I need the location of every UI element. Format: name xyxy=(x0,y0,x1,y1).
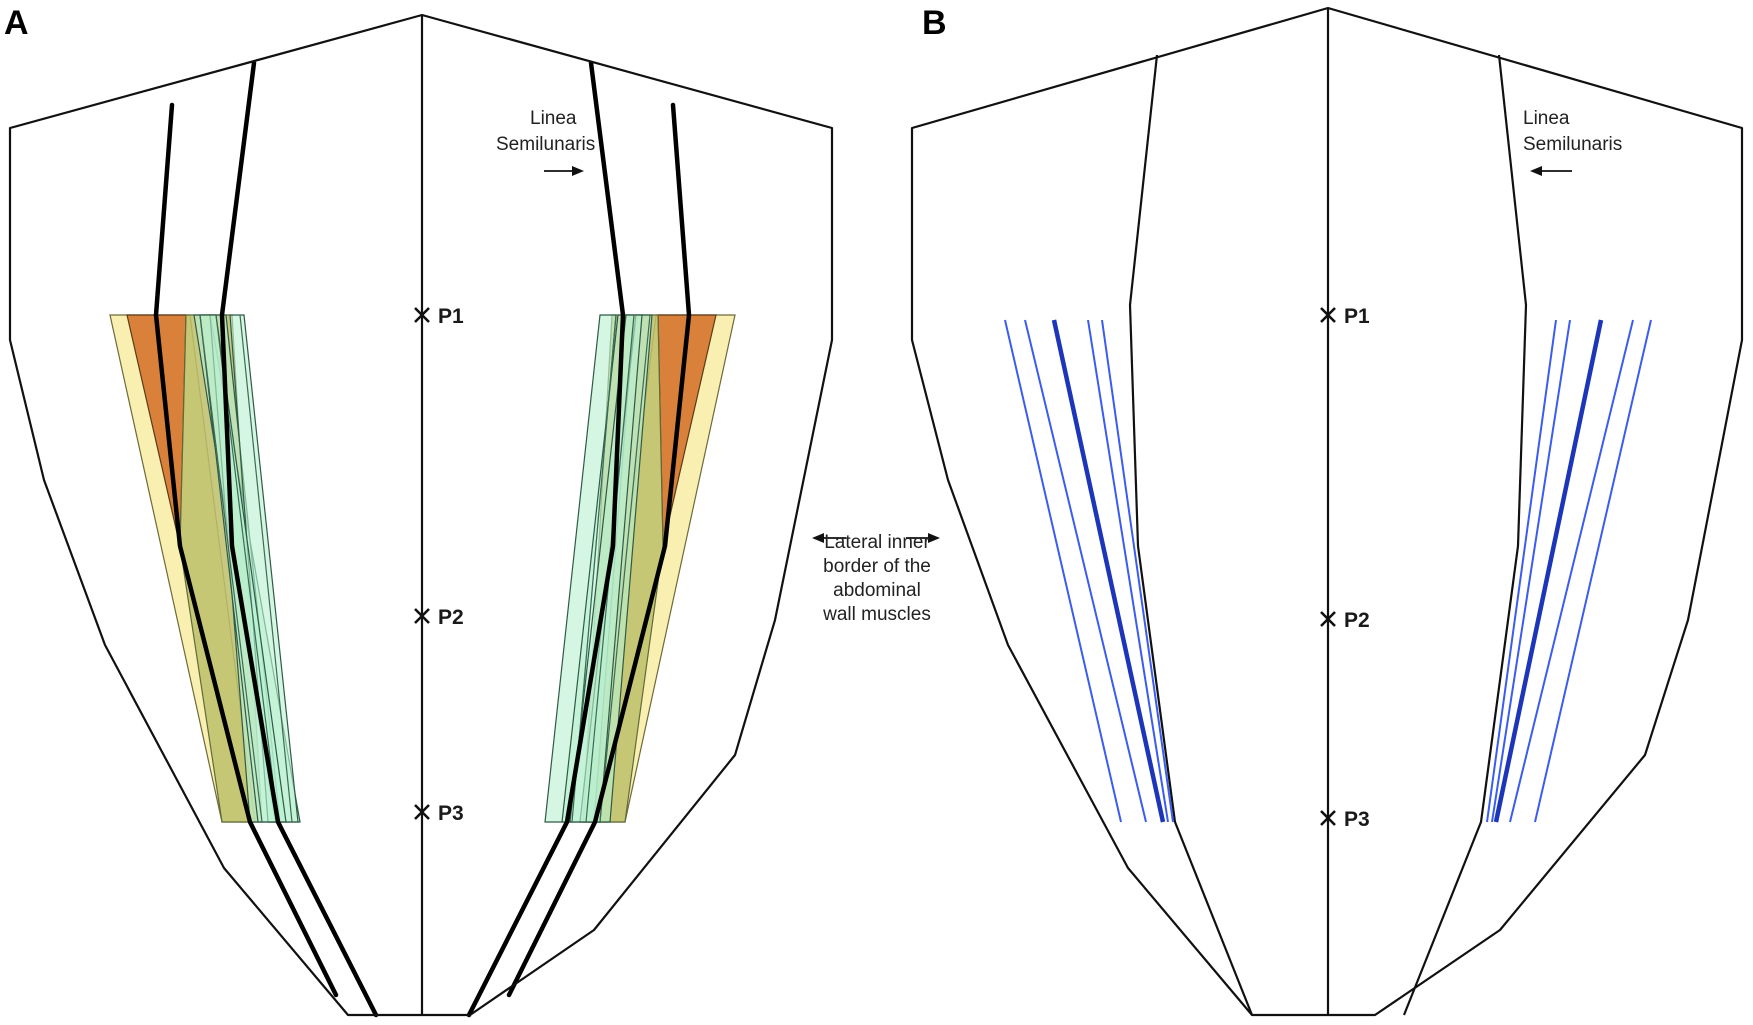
panel-a-point-p3: P3 xyxy=(414,802,464,825)
arrow-right-icon xyxy=(572,166,584,176)
panel-a-right-bands xyxy=(544,314,736,823)
p1-label-b: P1 xyxy=(1344,305,1370,328)
panel-b-right-semilunaris xyxy=(1402,54,1528,1016)
panel-b: B P1 P2 xyxy=(910,4,1744,1017)
panel-b-point-p3: P3 xyxy=(1320,808,1370,831)
lateral-label-1: Lateral inner xyxy=(824,532,930,553)
panel-b-left-semilunaris xyxy=(1128,54,1254,1016)
arrow-left-icon xyxy=(812,533,824,543)
panel-a-left-bands xyxy=(109,314,301,823)
p1-label: P1 xyxy=(438,305,464,328)
panel-a: A xyxy=(4,4,834,1018)
panel-a-letter: A xyxy=(4,4,29,42)
linea-label-a-1: Linea xyxy=(530,108,577,129)
panel-b-outline xyxy=(910,6,1744,1017)
panel-a-point-p1: P1 xyxy=(414,305,464,328)
panel-a-outline xyxy=(8,13,834,1017)
left-blue-thick-line xyxy=(1051,319,1166,823)
panel-a-thick-lines xyxy=(153,60,692,1018)
linea-label-b-1: Linea xyxy=(1523,108,1570,129)
right-inner-thick-line xyxy=(506,102,692,998)
arrow-right-icon xyxy=(928,533,940,543)
left-inner-thick-line xyxy=(153,102,339,998)
left-green-band-4 xyxy=(199,314,287,823)
p2-label-b: P2 xyxy=(1344,609,1370,632)
right-outer-thick-line xyxy=(466,60,626,1018)
panel-b-letter: B xyxy=(922,4,947,42)
p3-label: P3 xyxy=(438,802,464,825)
panel-a-point-p2: P2 xyxy=(414,606,464,629)
panel-b-right-blue-lines xyxy=(1486,319,1652,823)
panel-a-linea-annotation: Linea Semilunaris xyxy=(496,108,595,176)
panel-b-point-p1: P1 xyxy=(1320,305,1370,328)
lateral-label-3: abdominal xyxy=(833,580,921,601)
lateral-label-4: wall muscles xyxy=(822,604,931,625)
lateral-label-2: border of the xyxy=(823,556,931,577)
p3-label-b: P3 xyxy=(1344,808,1370,831)
p2-label: P2 xyxy=(438,606,464,629)
panel-b-linea-annotation: Linea Semilunaris xyxy=(1523,108,1622,176)
right-blue-thick-line xyxy=(1493,319,1604,823)
panel-b-left-blue-lines xyxy=(1004,319,1174,823)
panel-b-point-p2: P2 xyxy=(1320,609,1370,632)
lateral-border-annotation: Lateral inner border of the abdominal wa… xyxy=(812,532,940,625)
left-outer-thick-line xyxy=(219,60,379,1018)
arrow-left-icon xyxy=(1530,166,1542,176)
linea-label-b-2: Semilunaris xyxy=(1523,134,1622,155)
linea-label-a-2: Semilunaris xyxy=(496,134,595,155)
